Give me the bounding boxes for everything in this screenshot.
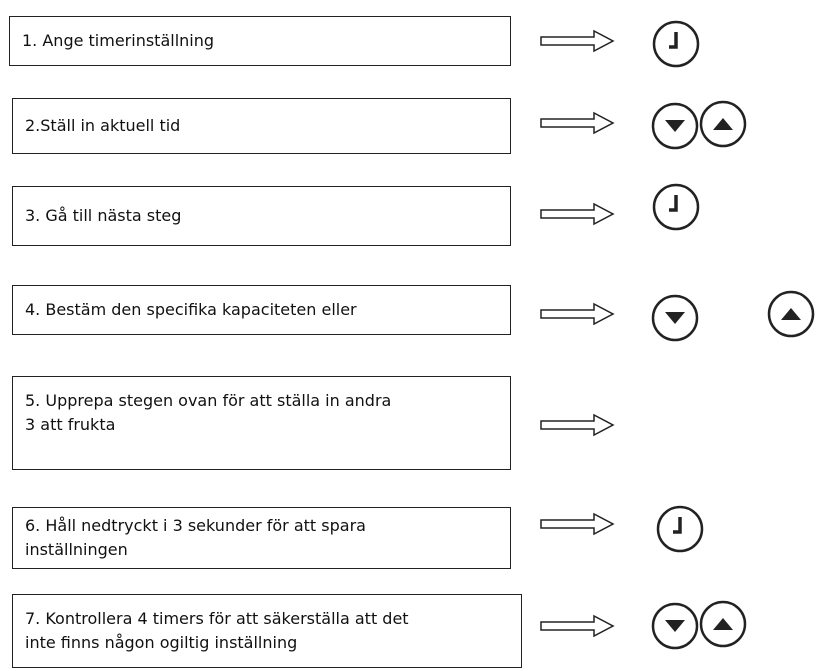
step-7-down-icon <box>651 602 699 650</box>
step-2-up-icon <box>699 100 747 148</box>
step-3-clock-icon <box>652 183 700 231</box>
step-3-text: 3. Gå till nästa steg <box>25 206 182 225</box>
step-1-text: 1. Ange timerinställning <box>22 31 215 50</box>
step-5-text-line-1: 5. Upprepa stegen ovan för att ställa in… <box>25 391 392 410</box>
step-1-arrow-icon <box>540 29 615 53</box>
step-6-text-line-1: 6. Håll nedtryckt i 3 sekunder för att s… <box>25 516 366 535</box>
step-2-box: 2.Ställ in aktuell tid <box>12 98 511 154</box>
step-7-up-icon <box>699 600 747 648</box>
step-6-box: 6. Håll nedtryckt i 3 sekunder för att s… <box>12 507 511 569</box>
step-2-down-icon <box>651 102 699 150</box>
step-4-up-icon <box>767 290 815 338</box>
step-7-arrow-icon <box>540 614 615 638</box>
step-7-box: 7. Kontrollera 4 timers för att säkerstä… <box>12 594 522 668</box>
step-6-arrow-icon <box>540 512 615 536</box>
step-3-box: 3. Gå till nästa steg <box>12 186 511 246</box>
step-4-arrow-icon <box>540 302 615 326</box>
step-1-clock-icon <box>652 20 700 68</box>
step-5-arrow-icon <box>540 413 615 437</box>
step-4-box: 4. Bestäm den specifika kapaciteten elle… <box>12 285 511 335</box>
step-5-text-line-2: 3 att frukta <box>25 415 116 434</box>
step-1-box: 1. Ange timerinställning <box>9 16 511 66</box>
step-2-arrow-icon <box>540 111 615 135</box>
step-6-text-line-2: inställningen <box>25 540 128 559</box>
step-6-clock-icon <box>656 505 704 553</box>
step-2-text: 2.Ställ in aktuell tid <box>25 116 181 135</box>
step-7-text-line-1: 7. Kontrollera 4 timers för att säkerstä… <box>25 609 409 628</box>
step-4-text: 4. Bestäm den specifika kapaciteten elle… <box>25 300 357 319</box>
step-5-box: 5. Upprepa stegen ovan för att ställa in… <box>12 376 511 470</box>
step-7-text-line-2: inte finns någon ogiltig inställning <box>25 633 298 652</box>
step-3-arrow-icon <box>540 202 615 226</box>
step-4-down-icon <box>651 294 699 342</box>
